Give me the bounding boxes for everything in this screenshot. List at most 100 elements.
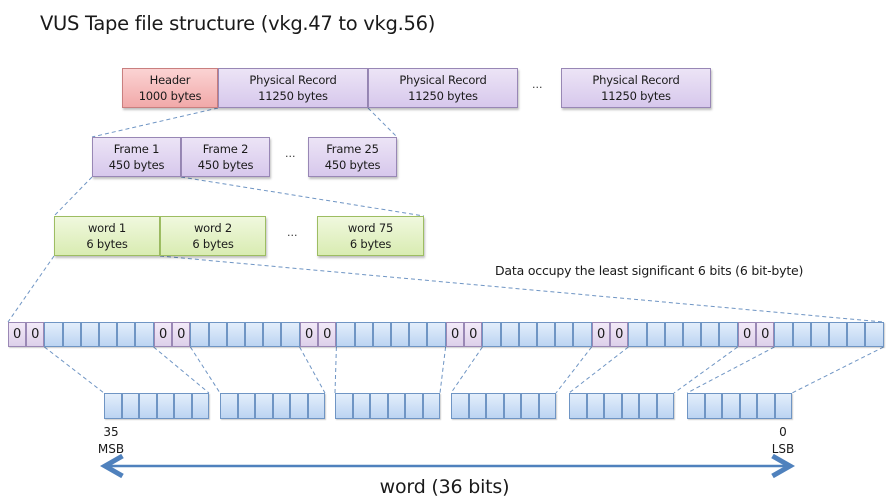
- pad-bit-cell: 0: [756, 322, 775, 347]
- pad-bit-cell: 0: [738, 322, 757, 347]
- word-bit-cell: [704, 393, 722, 419]
- word-bit-cell: [739, 393, 757, 419]
- dashed-connector: [53, 176, 93, 217]
- msb-index: 35: [103, 425, 119, 439]
- lsb-label: 0 LSB: [766, 424, 800, 458]
- word-bit-cell: [621, 393, 639, 419]
- word-bit-cell: [521, 393, 539, 419]
- word-label: word 1: [87, 221, 127, 235]
- data-bit-cell: [829, 322, 848, 347]
- dashed-connector: [450, 346, 483, 394]
- dashed-connector: [568, 346, 629, 394]
- pad-bit-cell: 0: [172, 322, 191, 347]
- lsb-text: LSB: [771, 442, 795, 456]
- dashed-connector: [686, 346, 775, 394]
- word-bit-cell: [757, 393, 775, 419]
- word-bit-cell: [352, 393, 370, 419]
- word-bit-cell: [104, 393, 122, 419]
- record-label: Physical Record: [249, 73, 337, 87]
- dashed-connector: [334, 346, 337, 394]
- word-bit-cell: [255, 393, 273, 419]
- word-bit-cell: [422, 393, 440, 419]
- dashed-connector: [791, 346, 884, 394]
- frame-2: Frame 2 450 bytes: [181, 137, 270, 177]
- frame-label: Frame 2: [202, 142, 249, 156]
- record-label: Physical Record: [399, 73, 487, 87]
- word-bit-cell: [687, 393, 705, 419]
- frame-label: Frame 25: [326, 142, 379, 156]
- word-bit-cell: [468, 393, 486, 419]
- lsb-index: 0: [779, 425, 787, 439]
- word-bit-cell: [538, 393, 556, 419]
- data-bit-cell: [44, 322, 63, 347]
- data-bit-cell: [628, 322, 647, 347]
- data-bit-cell: [537, 322, 556, 347]
- pad-bit-cell: 0: [8, 322, 27, 347]
- dashed-connector: [153, 346, 210, 394]
- data-annotation: Data occupy the least significant 6 bits…: [495, 263, 804, 278]
- frame-size: 450 bytes: [108, 158, 165, 172]
- records-ellipsis: ...: [532, 78, 543, 91]
- data-bit-cell: [664, 322, 683, 347]
- dashed-connector: [91, 107, 219, 138]
- word-bit-cell: [451, 393, 469, 419]
- word-bit-cell: [722, 393, 740, 419]
- pad-bit-cell: 0: [318, 322, 337, 347]
- pad-bit-cell: 0: [464, 322, 483, 347]
- dashed-connector: [180, 176, 425, 217]
- word-bit-cell: [370, 393, 388, 419]
- word-bit-cell: [191, 393, 209, 419]
- dashed-connector: [673, 346, 738, 394]
- word-size: 6 bytes: [86, 237, 128, 251]
- word-bit-cell: [220, 393, 238, 419]
- data-bit-cell: [135, 322, 154, 347]
- word-label: word 75: [347, 221, 394, 235]
- frames-ellipsis: ...: [285, 147, 296, 160]
- word-2: word 2 6 bytes: [160, 216, 266, 256]
- word-bit-cell: [307, 393, 325, 419]
- data-bit-cell: [719, 322, 738, 347]
- word-75: word 75 6 bytes: [317, 216, 424, 256]
- word-bit-cell: [569, 393, 587, 419]
- data-bit-cell: [336, 322, 355, 347]
- word-size: 6 bytes: [349, 237, 392, 251]
- msb-label: 35 MSB: [94, 424, 128, 458]
- word-size: 6 bytes: [192, 237, 234, 251]
- data-bit-cell: [774, 322, 793, 347]
- frame-size: 450 bytes: [324, 158, 381, 172]
- data-bit-cell: [99, 322, 118, 347]
- dashed-connector: [439, 346, 447, 394]
- data-bit-cell: [482, 322, 501, 347]
- record-size: 11250 bytes: [408, 89, 478, 103]
- data-bit-cell: [245, 322, 264, 347]
- data-bit-cell: [701, 322, 720, 347]
- header-block: Header 1000 bytes: [122, 68, 218, 108]
- word-bit-cell: [405, 393, 423, 419]
- dashed-connector: [189, 346, 221, 394]
- word-bit-cell: [121, 393, 139, 419]
- dashed-connector: [44, 346, 105, 394]
- frame-25: Frame 25 450 bytes: [308, 137, 397, 177]
- dashed-connector: [555, 346, 592, 394]
- header-label: Header: [149, 73, 191, 87]
- physical-record-1: Physical Record 11250 bytes: [218, 68, 368, 108]
- physical-record-last: Physical Record 11250 bytes: [561, 68, 711, 108]
- dashed-connector: [299, 346, 326, 394]
- word-bit-cell: [174, 393, 192, 419]
- word-bit-cell: [156, 393, 174, 419]
- data-bit-cell: [865, 322, 884, 347]
- word-bit-cell: [335, 393, 353, 419]
- data-bit-cell: [62, 322, 81, 347]
- data-bit-cell: [792, 322, 811, 347]
- word-bit-cell: [290, 393, 308, 419]
- data-bit-cell: [500, 322, 519, 347]
- data-bit-cell: [372, 322, 391, 347]
- pad-bit-cell: 0: [592, 322, 611, 347]
- diagram-title: VUS Tape file structure (vkg.47 to vkg.5…: [40, 12, 436, 35]
- word-bit-cell: [774, 393, 792, 419]
- word-bit-cell: [503, 393, 521, 419]
- data-bit-cell: [190, 322, 209, 347]
- data-bit-cell: [847, 322, 866, 347]
- data-bit-cell: [409, 322, 428, 347]
